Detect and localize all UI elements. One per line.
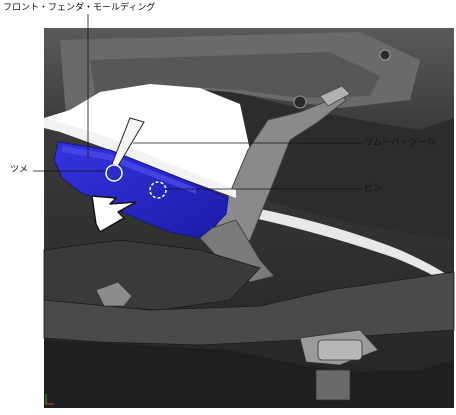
lower-bracket [315,369,351,401]
fender-strip [44,118,236,198]
fender-edge [236,205,454,288]
pin-marker [149,181,167,199]
front-fender-molding-label: フロント・フェンダ・モールディング [3,3,156,13]
bracket-left [95,281,133,307]
hood-inner-recess [90,52,380,100]
molding-highlight [62,146,196,194]
claw-marker [105,164,123,182]
pin-label: ピン [364,184,383,194]
hood-hinge-bracket [319,85,351,107]
remover-tool-label: リムーバ・ツール [364,138,436,148]
hood-gap-opening [44,84,250,190]
claw-label: ツメ [10,165,29,175]
hood-hole [379,49,391,61]
connector-block [317,339,363,361]
removal-direction-arrow-icon [91,195,137,233]
cowl-panel [43,271,455,346]
hood-hole [293,95,307,109]
lower-parts [44,340,454,408]
